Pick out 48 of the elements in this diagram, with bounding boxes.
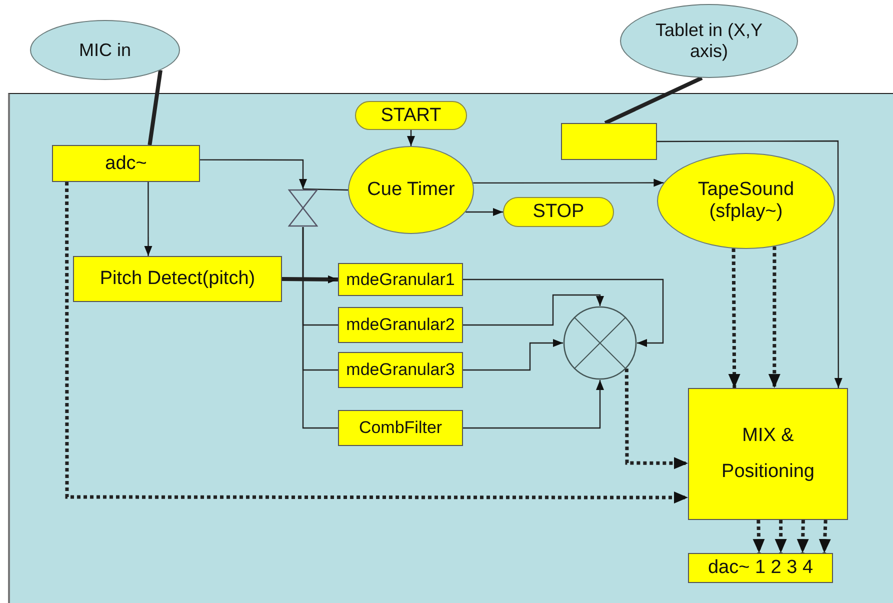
- arrow: [624, 368, 688, 470]
- node-label: Tablet in (X,Y axis): [654, 20, 764, 62]
- arrow: [463, 380, 604, 429]
- node-label: mdeGranular2: [346, 315, 455, 335]
- arrow: [463, 278, 664, 347]
- process-box: [52, 145, 200, 182]
- node-label: Cue Timer: [367, 179, 455, 201]
- node-label: adc~: [105, 152, 147, 174]
- arrow: [818, 520, 831, 554]
- arrow: [473, 178, 664, 187]
- arrow: [752, 520, 765, 554]
- arrow: [774, 520, 787, 553]
- process-box: [73, 256, 282, 302]
- arrow: [463, 339, 563, 371]
- arrow: [657, 140, 842, 388]
- node-label: mdeGranular1: [346, 270, 455, 290]
- node-label: MIC in: [78, 40, 131, 60]
- arrow: [65, 182, 688, 504]
- terminal-pill: [503, 197, 614, 227]
- arrow: [282, 275, 338, 284]
- process-box: [561, 123, 657, 160]
- node-label: Pitch Detect(pitch): [100, 268, 256, 290]
- connector-line: [302, 188, 348, 191]
- node-label: START: [380, 104, 442, 126]
- process-box: [688, 553, 833, 583]
- connector-line: [604, 76, 703, 125]
- arrow: [466, 208, 503, 216]
- arrow: [463, 294, 604, 326]
- node-label: CombFilter: [358, 418, 442, 438]
- connector-line: [302, 227, 338, 429]
- arrow: [796, 520, 809, 554]
- node-label: STOP: [532, 201, 584, 223]
- arrow: [144, 182, 152, 256]
- process-box: [338, 410, 463, 446]
- arrow: [200, 159, 307, 189]
- arrow: [728, 248, 740, 388]
- node-label: dac~ 1 2 3 4: [708, 557, 814, 579]
- node-label: MIX & Positioning: [720, 424, 816, 484]
- arrow: [407, 130, 415, 146]
- terminal-pill: [355, 101, 467, 130]
- connector-line: [148, 70, 162, 146]
- process-box: [338, 352, 463, 388]
- arrow: [768, 246, 780, 388]
- node-label: TapeSound (sfplay~): [696, 179, 796, 223]
- process-box: [338, 307, 463, 343]
- node-label: mdeGranular3: [346, 360, 455, 380]
- process-box: [338, 263, 463, 296]
- process-box: [688, 388, 848, 520]
